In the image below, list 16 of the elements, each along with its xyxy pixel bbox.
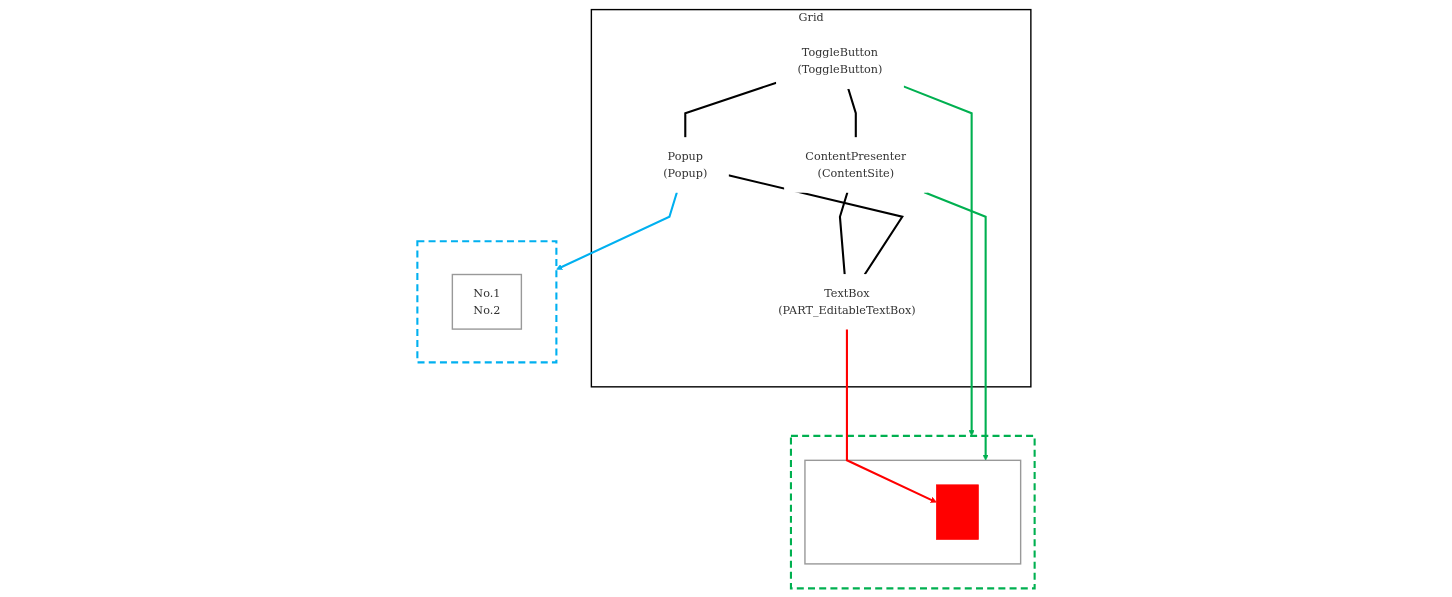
arrow (556, 191, 678, 270)
node-box: No.1 No.2 (451, 273, 523, 330)
cluster (789, 434, 1036, 589)
node-text: TextBox (PART_EditableTextBox) (778, 285, 916, 316)
arrow (903, 84, 975, 436)
cluster (804, 459, 1022, 565)
node-bar (936, 483, 979, 540)
connector (728, 173, 904, 275)
cluster (416, 239, 558, 363)
connector (847, 87, 857, 138)
node-text: ToggleButton (ToggleButton) (797, 45, 883, 76)
arrow (923, 190, 989, 461)
connector (838, 191, 849, 275)
node-text: Popup (Popup) (663, 149, 708, 180)
arrow (845, 328, 937, 503)
connector (684, 81, 777, 138)
